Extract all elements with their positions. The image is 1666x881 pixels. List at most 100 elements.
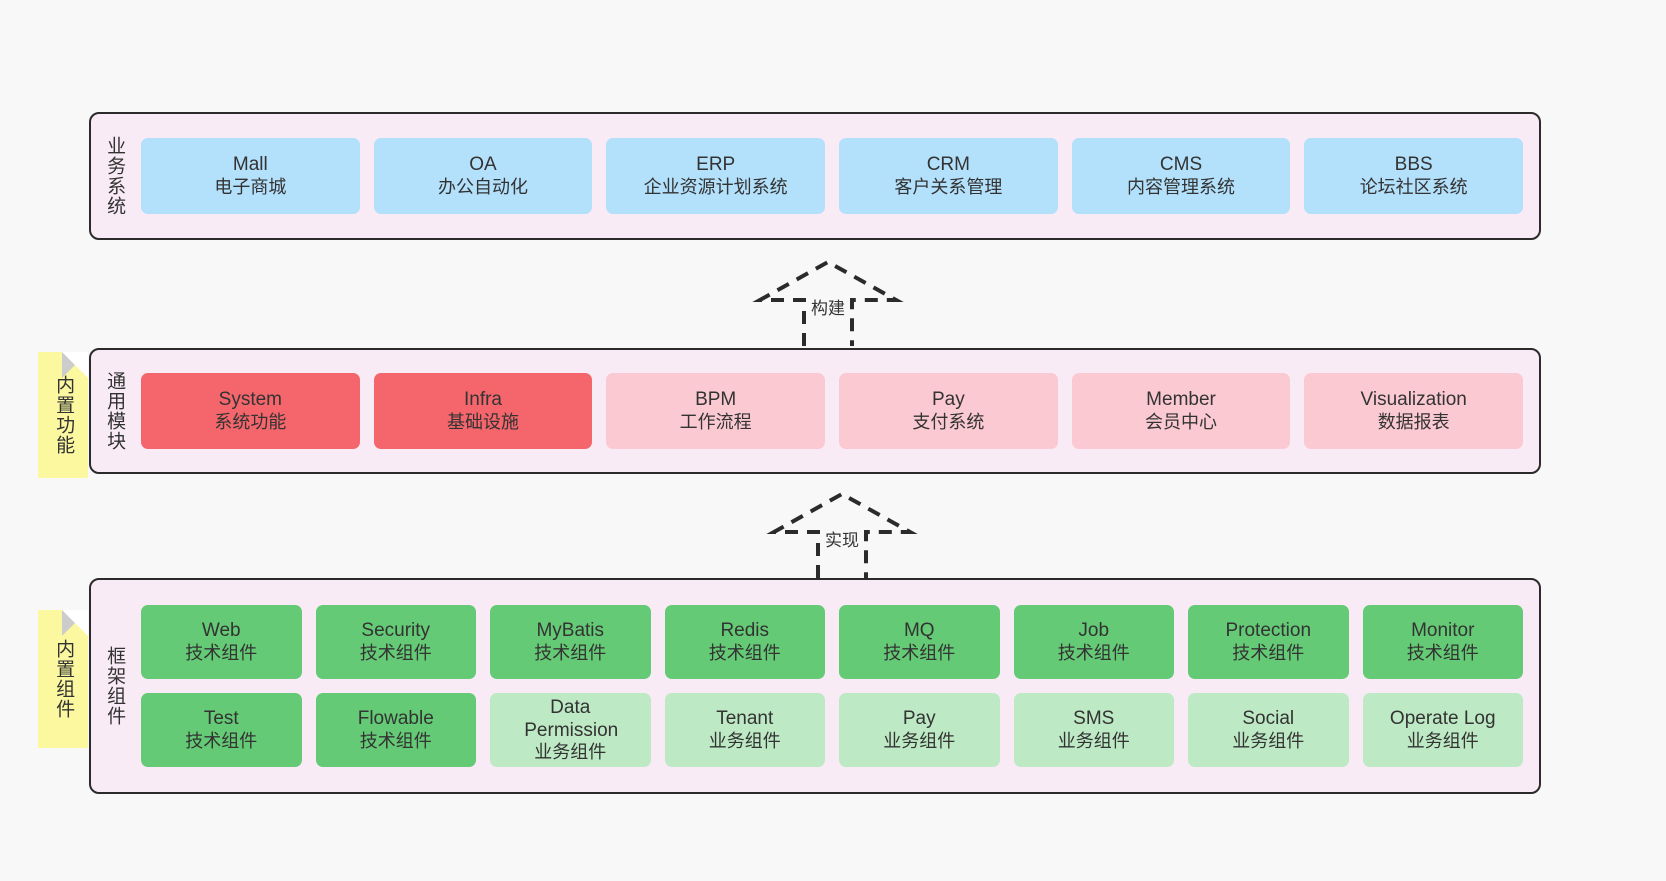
- module-desc: 技术组件: [883, 642, 956, 663]
- module-desc: 电子商城: [214, 176, 287, 197]
- layer-title-business-systems: 业务系统: [104, 136, 126, 216]
- module-box-mybatis[interactable]: MyBatis 技术组件: [490, 605, 651, 679]
- module-desc: 基础设施: [447, 411, 519, 432]
- module-desc: 技术组件: [185, 730, 258, 751]
- module-desc: 论坛社区系统: [1359, 176, 1468, 197]
- module-name: Member: [1146, 389, 1216, 411]
- module-box-job[interactable]: Job 技术组件: [1013, 605, 1174, 679]
- module-box-oa[interactable]: OA 办公自动化: [373, 138, 593, 214]
- layer-common-modules: 通用模块 System 系统功能 Infra 基础设施 BPM 工作流程 Pay…: [89, 348, 1541, 474]
- module-name: Pay: [931, 389, 965, 411]
- module-name: Operate Log: [1389, 708, 1496, 730]
- module-desc: 支付系统: [912, 411, 985, 432]
- module-box-bpm[interactable]: BPM 工作流程: [606, 373, 826, 449]
- module-box-flowable[interactable]: Flowable 技术组件: [315, 693, 476, 767]
- module-box-system[interactable]: System 系统功能: [141, 373, 360, 449]
- module-name: SMS: [1073, 708, 1115, 730]
- module-box-pay[interactable]: Pay 支付系统: [839, 373, 1058, 449]
- box-row: System 系统功能 Infra 基础设施 BPM 工作流程 Pay 支付系统…: [141, 373, 1524, 449]
- module-name: Flowable: [357, 708, 434, 730]
- module-name: ERP: [696, 154, 736, 176]
- connector-label-build: 构建: [811, 299, 845, 318]
- module-name: CRM: [926, 154, 970, 176]
- module-box-visualization[interactable]: Visualization 数据报表: [1304, 373, 1524, 449]
- module-box-member[interactable]: Member 会员中心: [1071, 373, 1291, 449]
- connector-arrow-implement: 实现: [766, 490, 918, 578]
- layer-business-systems: 业务系统 Mall 电子商城 OA 办公自动化 ERP 企业资源计划系统 CRM…: [89, 112, 1541, 240]
- module-name: Tenant: [716, 708, 774, 730]
- module-name: Visualization: [1360, 389, 1467, 411]
- module-desc: 系统功能: [214, 411, 287, 432]
- module-box-sms[interactable]: SMS 业务组件: [1013, 693, 1174, 767]
- module-box-test[interactable]: Test 技术组件: [141, 693, 302, 767]
- module-name: OA: [469, 154, 497, 176]
- module-box-bbs[interactable]: BBS 论坛社区系统: [1304, 138, 1524, 214]
- module-box-infra[interactable]: Infra 基础设施: [373, 373, 593, 449]
- module-desc: 会员中心: [1145, 411, 1218, 432]
- module-box-security[interactable]: Security 技术组件: [315, 605, 476, 679]
- module-desc: 业务组件: [534, 742, 607, 763]
- layer-title-common-modules: 通用模块: [104, 371, 126, 451]
- module-name: BBS: [1394, 154, 1433, 176]
- module-name: Test: [203, 708, 239, 730]
- module-desc: 内容管理系统: [1127, 176, 1236, 197]
- module-name: Pay: [902, 708, 936, 730]
- module-desc: 业务组件: [883, 730, 956, 751]
- module-name: CMS: [1159, 154, 1203, 176]
- module-box-pay-component[interactable]: Pay 业务组件: [839, 693, 1000, 767]
- module-name: MQ: [903, 620, 935, 642]
- module-desc: 技术组件: [359, 642, 432, 663]
- module-box-social[interactable]: Social 业务组件: [1188, 693, 1349, 767]
- module-box-data-permission[interactable]: Data Permission 业务组件: [490, 693, 651, 767]
- module-desc: 业务组件: [1232, 730, 1305, 751]
- module-name: MyBatis: [536, 620, 605, 642]
- module-desc: 技术组件: [359, 730, 432, 751]
- sticky-note-builtin-components: 内置组件: [38, 610, 88, 748]
- connector-arrow-build: 构建: [752, 258, 904, 346]
- module-box-protection[interactable]: Protection 技术组件: [1188, 605, 1349, 679]
- module-desc: 技术组件: [534, 642, 607, 663]
- layer-framework-components: 框架组件 Web 技术组件 Security 技术组件 MyBatis 技术组件…: [89, 578, 1541, 794]
- module-desc: 技术组件: [1406, 642, 1479, 663]
- box-row: Mall 电子商城 OA 办公自动化 ERP 企业资源计划系统 CRM 客户关系…: [141, 138, 1524, 214]
- module-name: Protection: [1225, 620, 1312, 642]
- module-name: Data Permission: [524, 696, 619, 742]
- module-box-monitor[interactable]: Monitor 技术组件: [1362, 605, 1523, 679]
- module-name: Monitor: [1411, 620, 1475, 642]
- module-box-operate-log[interactable]: Operate Log 业务组件: [1362, 693, 1523, 767]
- module-name: Mall: [232, 154, 268, 176]
- module-desc: 技术组件: [185, 642, 258, 663]
- box-row: Web 技术组件 Security 技术组件 MyBatis 技术组件 Redi…: [141, 605, 1523, 679]
- module-name: Redis: [720, 620, 770, 642]
- module-box-web[interactable]: Web 技术组件: [141, 605, 302, 679]
- layer-body-common-modules: System 系统功能 Infra 基础设施 BPM 工作流程 Pay 支付系统…: [137, 350, 1539, 472]
- module-desc: 数据报表: [1377, 411, 1450, 432]
- module-box-redis[interactable]: Redis 技术组件: [664, 605, 825, 679]
- module-box-cms[interactable]: CMS 内容管理系统: [1071, 138, 1291, 214]
- dashed-up-arrow-icon: [752, 259, 904, 346]
- module-name: Web: [201, 620, 241, 642]
- module-box-mq[interactable]: MQ 技术组件: [839, 605, 1000, 679]
- module-box-erp[interactable]: ERP 企业资源计划系统: [606, 138, 826, 214]
- module-box-tenant[interactable]: Tenant 业务组件: [664, 693, 825, 767]
- layer-body-business-systems: Mall 电子商城 OA 办公自动化 ERP 企业资源计划系统 CRM 客户关系…: [137, 114, 1539, 238]
- connector-label-implement: 实现: [825, 531, 859, 550]
- module-desc: 企业资源计划系统: [643, 176, 788, 197]
- layer-title-framework-components: 框架组件: [104, 646, 126, 726]
- module-desc: 技术组件: [708, 642, 781, 663]
- module-name: Security: [361, 620, 431, 642]
- module-name: Social: [1242, 708, 1295, 730]
- module-desc: 技术组件: [1057, 642, 1130, 663]
- module-desc: 业务组件: [1406, 730, 1479, 751]
- module-box-mall[interactable]: Mall 电子商城: [141, 138, 360, 214]
- module-name: Infra: [463, 389, 503, 411]
- module-name: Job: [1078, 620, 1110, 642]
- dashed-up-arrow-icon: [766, 491, 918, 578]
- module-desc: 业务组件: [708, 730, 781, 751]
- module-box-crm[interactable]: CRM 客户关系管理: [839, 138, 1058, 214]
- sticky-note-builtin-features: 内置功能: [38, 352, 88, 478]
- module-desc: 客户关系管理: [894, 176, 1003, 197]
- module-name: System: [218, 389, 283, 411]
- module-desc: 技术组件: [1232, 642, 1305, 663]
